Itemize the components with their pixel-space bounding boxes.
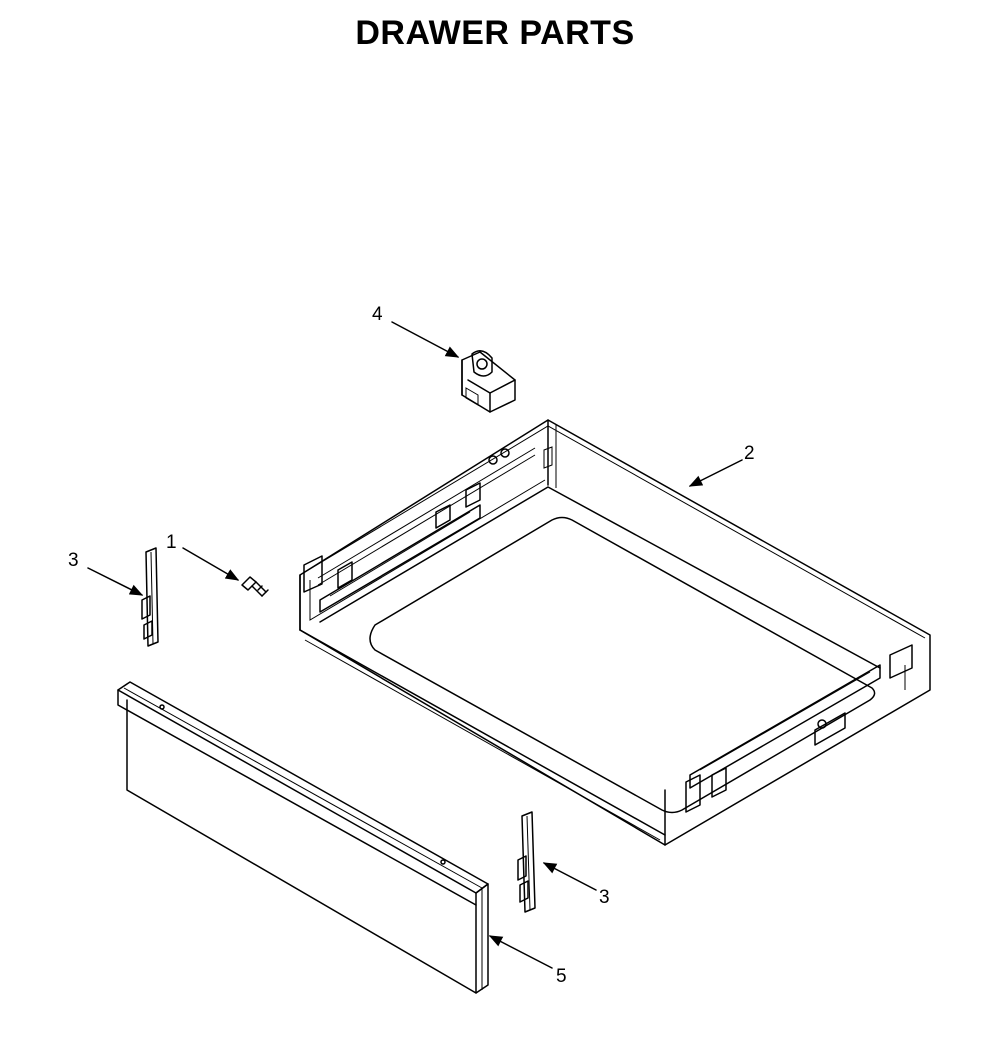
callout-arrows xyxy=(87,321,743,969)
callout-part-3-right: 3 xyxy=(599,887,610,908)
arrow-part-4 xyxy=(391,321,460,358)
arrow-part-3-right xyxy=(542,862,597,891)
drawer-bracket xyxy=(461,350,516,413)
callout-part-1: 1 xyxy=(166,532,177,553)
arrow-part-2 xyxy=(688,459,743,487)
drawer-body xyxy=(299,419,931,846)
callout-part-3-left: 3 xyxy=(68,550,79,571)
callout-part-5: 5 xyxy=(556,966,567,987)
arrow-part-3-left xyxy=(87,567,144,596)
arrow-part-5 xyxy=(488,935,553,969)
arrow-part-1 xyxy=(182,547,240,581)
drawer-slide-left xyxy=(141,547,159,647)
drawer-slide-right xyxy=(517,811,536,913)
drawer-screw xyxy=(241,576,269,597)
drawer-front-panel xyxy=(117,681,489,994)
callout-part-4: 4 xyxy=(372,304,383,325)
callout-part-2: 2 xyxy=(744,443,755,464)
page-title: DRAWER PARTS xyxy=(355,14,635,52)
